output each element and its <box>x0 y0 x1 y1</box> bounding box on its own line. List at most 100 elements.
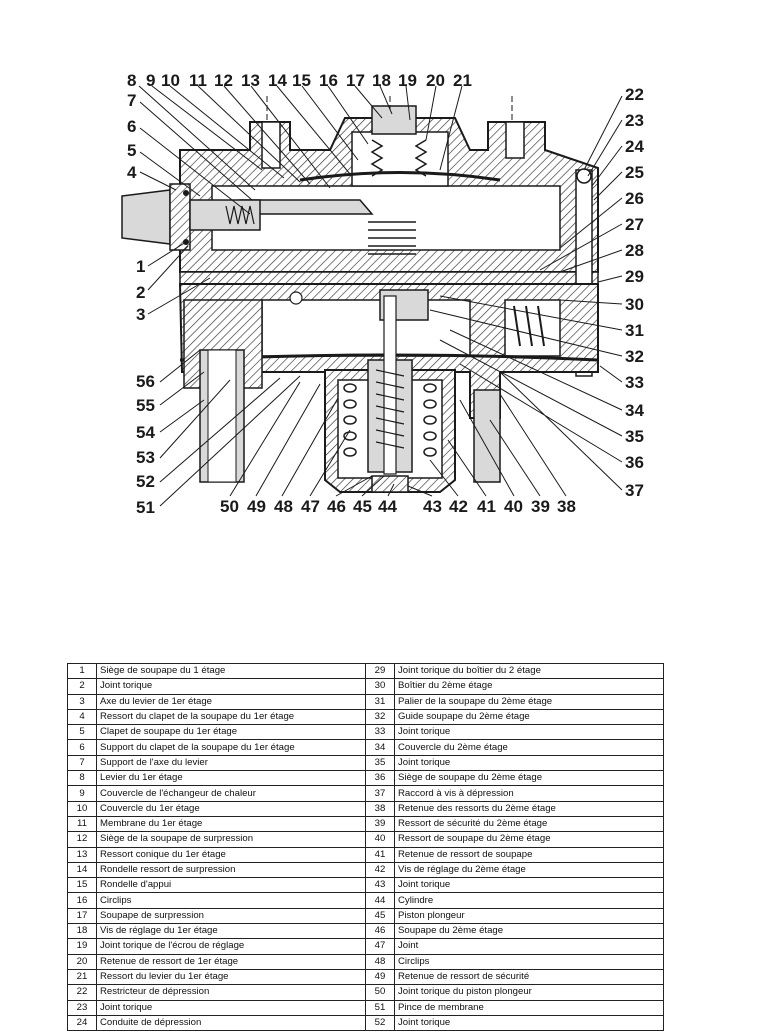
part-number: 48 <box>365 953 395 970</box>
callout-41: 41 <box>477 497 496 516</box>
callout-26: 26 <box>625 189 644 208</box>
part-description: Clapet de soupape du 1er étage <box>96 724 366 741</box>
callout-11: 11 <box>189 71 207 90</box>
callout-7: 7 <box>127 91 136 110</box>
part-description: Conduite de dépression <box>96 1014 366 1031</box>
part-description: Couvercle du 1er étage <box>96 800 366 817</box>
callout-35: 35 <box>625 427 644 446</box>
callout-24: 24 <box>625 137 644 156</box>
callout-20: 20 <box>426 71 445 90</box>
part-description: Soupape du 2ème étage <box>394 923 664 940</box>
part-description: Vis de réglage du 2ème étage <box>394 861 664 879</box>
part-description: Boîtier du 2ème étage <box>394 678 664 695</box>
part-number: 38 <box>365 800 395 817</box>
callout-55: 55 <box>136 396 155 415</box>
separator-plate <box>179 271 599 285</box>
callout-5: 5 <box>127 141 136 160</box>
part-number: 10 <box>67 800 97 817</box>
callout-44: 44 <box>378 497 397 516</box>
callout-16: 16 <box>319 71 338 90</box>
part-description: Joint torique <box>394 724 664 741</box>
callout-9: 9 <box>146 71 155 90</box>
part-description: Levier du 1er étage <box>96 770 366 787</box>
part-number: 4 <box>67 708 97 726</box>
outlet-pipe <box>183 299 263 483</box>
part-number: 16 <box>67 892 97 909</box>
part-description: Retenue de ressort de soupape <box>394 846 664 863</box>
part-description: Ressort conique du 1er étage <box>96 846 366 863</box>
part-number: 42 <box>365 861 395 879</box>
part-description: Joint torique <box>394 1014 664 1031</box>
part-description: Couvercle de l'échangeur de chaleur <box>96 785 366 802</box>
callout-32: 32 <box>625 347 644 366</box>
callout-19: 19 <box>398 71 417 90</box>
part-number: 51 <box>365 999 395 1016</box>
part-description: Guide soupape du 2ème étage <box>394 708 664 726</box>
part-description: Ressort de sécurité du 2ème étage <box>394 815 664 833</box>
part-description: Joint torique du piston plongeur <box>394 984 664 1001</box>
part-number: 13 <box>67 846 97 863</box>
callout-6: 6 <box>127 117 136 136</box>
part-number: 2 <box>67 678 97 695</box>
part-description: Rondelle ressort de surpression <box>96 861 366 879</box>
part-description: Siège de soupape du 1 étage <box>96 662 366 680</box>
part-number: 35 <box>365 754 395 772</box>
part-description: Couvercle du 2ème étage <box>394 739 664 756</box>
callout-38: 38 <box>557 497 576 516</box>
part-description: Ressort du clapet de la soupape du 1er é… <box>96 708 366 726</box>
part-number: 45 <box>365 907 395 925</box>
callout-4: 4 <box>127 163 137 182</box>
part-number: 7 <box>67 754 97 772</box>
callout-27: 27 <box>625 215 644 234</box>
callout-36: 36 <box>625 453 644 472</box>
part-number: 22 <box>67 984 97 1001</box>
part-number: 24 <box>67 1014 97 1031</box>
callout-53: 53 <box>136 448 155 467</box>
part-description: Restricteur de dépression <box>96 984 366 1001</box>
part-number: 31 <box>365 693 395 710</box>
inlet-connector <box>121 183 261 251</box>
part-number: 8 <box>67 770 97 787</box>
part-description: Vis de réglage du 1er étage <box>96 923 366 940</box>
callout-21: 21 <box>453 71 472 90</box>
callout-54: 54 <box>136 423 155 442</box>
conical-spring <box>370 139 428 177</box>
callout-45: 45 <box>353 497 372 516</box>
callout-14: 14 <box>268 71 287 90</box>
callout-46: 46 <box>327 497 346 516</box>
part-description: Joint torique de l'écrou de réglage <box>96 938 366 955</box>
part-description: Ressort de soupape du 2ème étage <box>394 831 664 848</box>
part-description: Retenue de ressort de 1er étage <box>96 953 366 970</box>
part-number: 50 <box>365 984 395 1001</box>
part-description: Ressort du levier du 1er étage <box>96 968 366 986</box>
callouts-top: 8 9 10 11 12 13 14 15 16 17 18 19 20 21 <box>127 71 472 90</box>
part-description: Support du clapet de la soupape du 1er é… <box>96 739 366 756</box>
part-description: Support de l'axe du levier <box>96 754 366 772</box>
part-number: 37 <box>365 785 395 802</box>
callouts-right: 22 23 24 25 26 27 28 29 30 31 32 33 34 3… <box>625 85 644 500</box>
part-number: 20 <box>67 953 97 970</box>
part-number: 47 <box>365 938 395 955</box>
part-description: Axe du levier de 1er étage <box>96 693 366 710</box>
part-number: 39 <box>365 815 395 833</box>
callout-42: 42 <box>449 497 468 516</box>
callout-15: 15 <box>292 71 311 90</box>
lever-spring <box>368 221 416 255</box>
part-description: Siège de la soupape de surpression <box>96 831 366 848</box>
part-description: Palier de la soupape du 2ème étage <box>394 693 664 710</box>
callout-40: 40 <box>504 497 523 516</box>
part-description: Joint <box>394 938 664 955</box>
callout-28: 28 <box>625 241 644 260</box>
callout-49: 49 <box>247 497 266 516</box>
part-number: 43 <box>365 877 395 894</box>
